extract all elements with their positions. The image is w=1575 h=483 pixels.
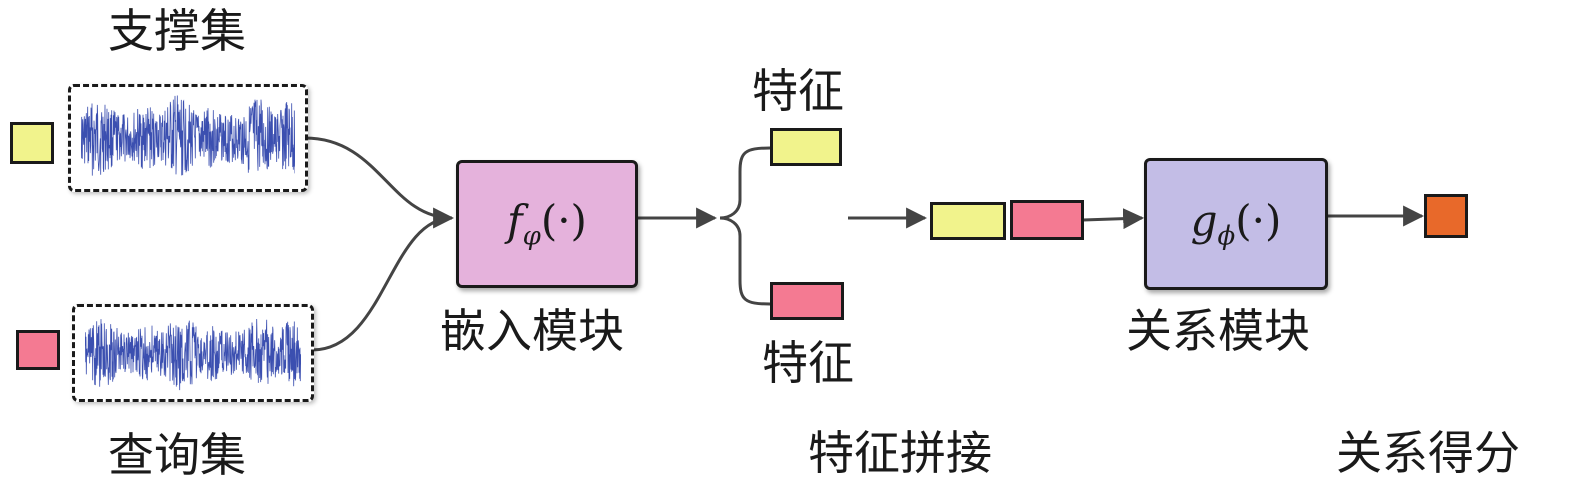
embedding-module: fφ(·)	[456, 160, 638, 288]
query-set-label: 查询集	[108, 428, 246, 482]
support-feature-chip	[770, 128, 842, 166]
relation-function: gϕ(·)	[1190, 196, 1282, 252]
support-signal-box	[68, 84, 308, 192]
feature-top-label: 特征	[752, 64, 844, 118]
feature-brace	[719, 146, 771, 306]
query-waveform	[85, 318, 301, 391]
query-feature-chip	[770, 282, 844, 320]
relation-module-label: 关系模块	[1126, 304, 1310, 358]
relation-score-label: 关系得分	[1336, 426, 1520, 480]
concat-query-chip	[1010, 200, 1084, 240]
support-sample-chip	[10, 122, 54, 164]
query-signal-box	[72, 304, 314, 402]
query-sample-chip	[16, 330, 60, 370]
support-waveform	[81, 95, 295, 176]
waveform-trace	[85, 318, 301, 391]
embedding-function: fφ(·)	[507, 196, 587, 252]
feature-concat-label: 特征拼接	[808, 426, 992, 480]
feature-bottom-label: 特征	[762, 336, 854, 390]
support-set-label: 支撑集	[108, 4, 246, 58]
relation-score-chip	[1424, 194, 1468, 238]
concat-support-chip	[930, 202, 1006, 240]
embedding-module-label: 嵌入模块	[440, 304, 624, 358]
relation-module: gϕ(·)	[1144, 158, 1328, 290]
support-to-embedding-arrow	[304, 136, 455, 229]
waveform-trace	[81, 95, 295, 176]
query-to-embedding-arrow	[311, 216, 453, 352]
concat-to-relation-arrow	[1082, 208, 1145, 230]
